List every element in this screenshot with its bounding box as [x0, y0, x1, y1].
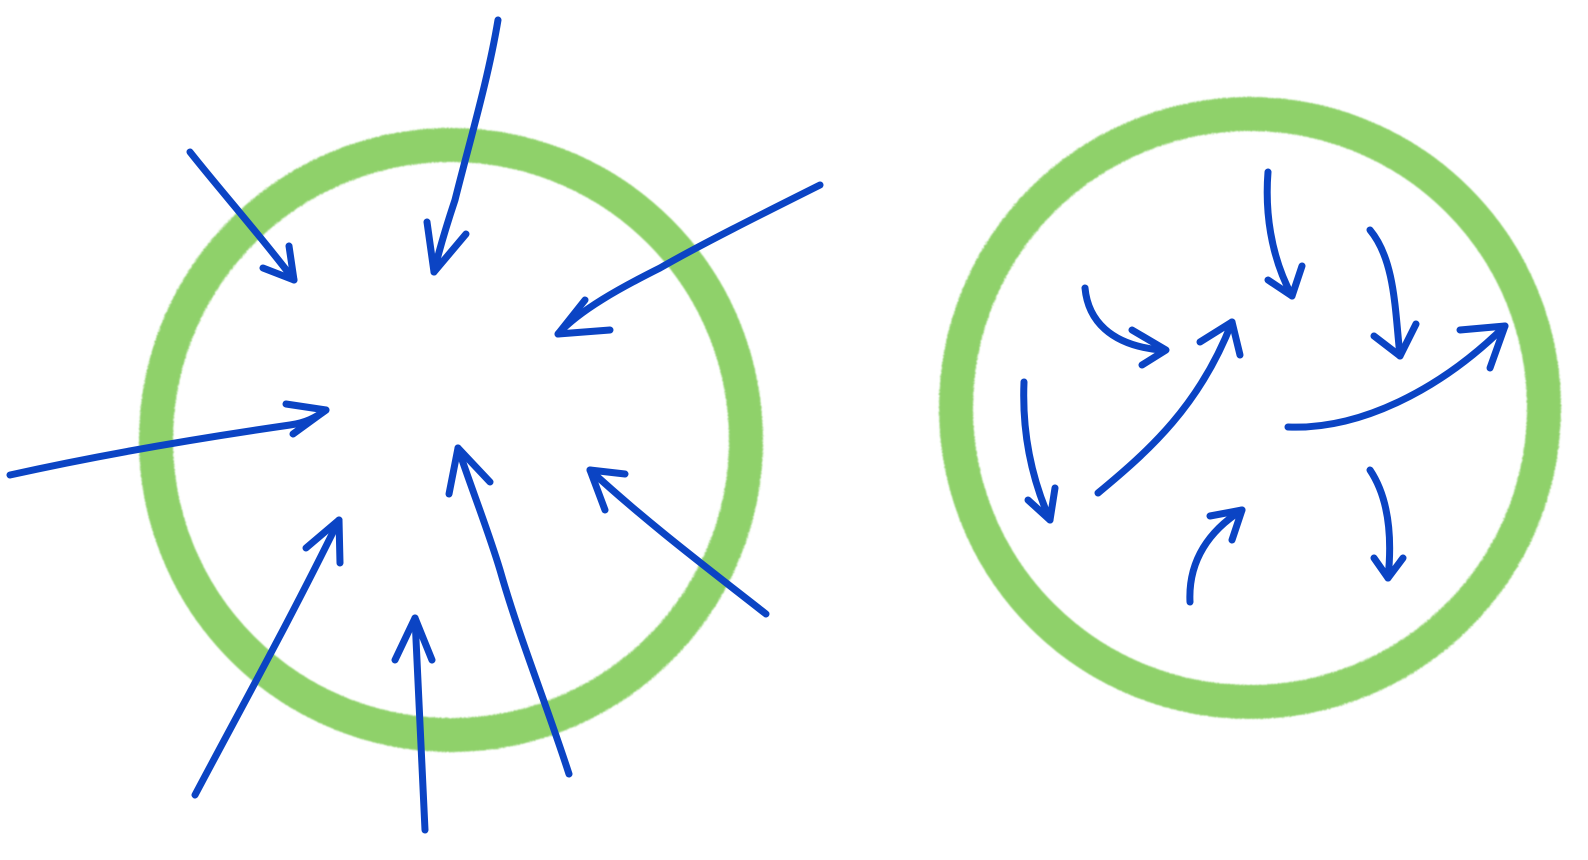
- random-arrow-8: [1366, 466, 1407, 582]
- left-ring: [139, 128, 763, 752]
- left-diagram: [6, 16, 824, 834]
- inward-arrow-left: [6, 400, 330, 479]
- random-arrow-6: [1284, 322, 1509, 431]
- random-arrow-4: [1020, 378, 1059, 524]
- right-ring: [939, 97, 1561, 719]
- inward-arrow-right: [586, 466, 770, 618]
- inward-arrow-bottom-right: [445, 444, 573, 778]
- random-arrow-5: [1094, 318, 1244, 497]
- random-arrow-7: [1186, 506, 1246, 606]
- inward-arrow-top: [423, 16, 502, 276]
- random-arrow-3: [1366, 226, 1420, 360]
- random-arrow-1: [1081, 284, 1170, 369]
- inward-arrow-top-right: [554, 181, 824, 338]
- inward-arrow-top-left: [186, 148, 298, 284]
- right-diagram: [939, 97, 1561, 719]
- inward-arrow-bottom: [391, 614, 436, 834]
- random-arrow-2: [1263, 168, 1306, 300]
- inward-arrow-bottom-left: [191, 516, 344, 799]
